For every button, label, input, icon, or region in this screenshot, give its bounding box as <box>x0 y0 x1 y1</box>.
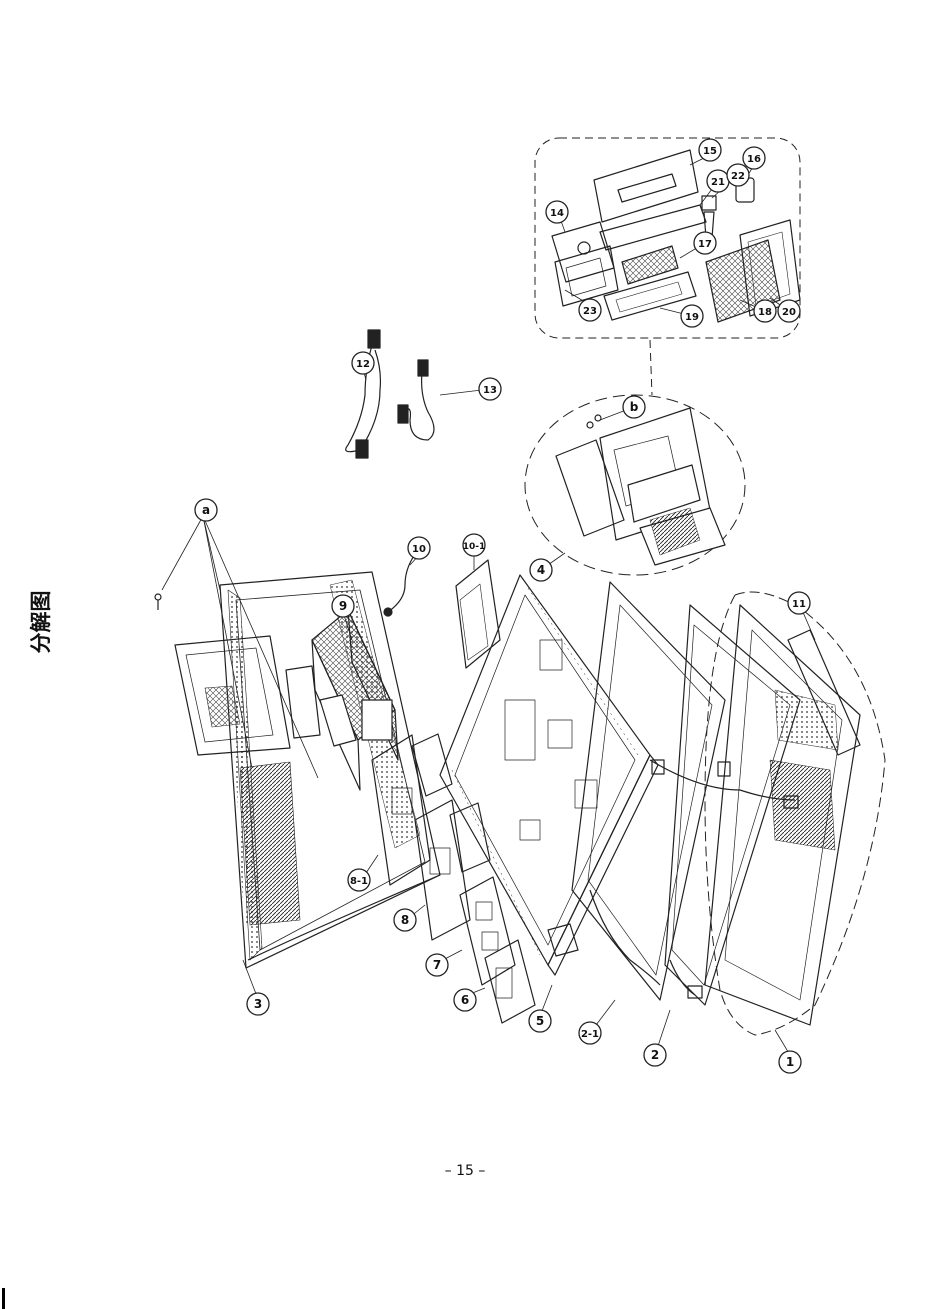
callout-3: 3 <box>246 992 270 1016</box>
callout-8-1: 8-1 <box>347 868 371 892</box>
callout-2-1: 2-1 <box>578 1021 602 1045</box>
board-7 <box>459 876 516 986</box>
callout-label: 20 <box>782 307 796 318</box>
power-cable-12 <box>345 329 382 459</box>
stand-part-23 <box>554 245 619 307</box>
callout-21: 21 <box>706 169 730 193</box>
callout-label: 3 <box>254 997 262 1011</box>
shield-box <box>311 609 399 791</box>
board-8 <box>414 799 491 941</box>
callout-12: 12 <box>351 351 375 375</box>
stand-detail-circle <box>524 394 746 576</box>
signal-cable-13 <box>397 359 435 441</box>
stand-rail-21 <box>599 204 707 251</box>
screw-a-leaders <box>154 515 319 779</box>
callout-13: 13 <box>478 377 502 401</box>
callout-label: 14 <box>550 208 564 219</box>
callout-label: 8 <box>401 913 409 927</box>
callout-23: 23 <box>578 298 602 322</box>
callout-8: 8 <box>393 908 417 932</box>
stand-part-17 <box>621 245 679 285</box>
board-6 <box>484 939 536 1024</box>
callout-6: 6 <box>453 988 477 1012</box>
callout-17: 17 <box>693 231 717 255</box>
callout-9: 9 <box>331 594 355 618</box>
callout-4: 4 <box>529 558 553 582</box>
callout-5: 5 <box>528 1009 552 1033</box>
front-bezel <box>704 591 886 1036</box>
callout-label: 8-1 <box>350 876 368 887</box>
flat-strip-10-1 <box>455 559 501 669</box>
callout-10: 10 <box>407 536 431 560</box>
callout-label: 9 <box>339 599 347 613</box>
callout-16: 16 <box>742 146 766 170</box>
callout-label: 21 <box>711 177 725 188</box>
margin-bar <box>2 1288 5 1309</box>
callout-label: 13 <box>483 385 497 396</box>
callout-20: 20 <box>777 299 801 323</box>
callout-label: 10-1 <box>463 542 486 552</box>
stand-bracket-15 <box>593 149 699 223</box>
frame-2-1 <box>571 581 796 1001</box>
rear-cover <box>174 571 441 969</box>
callout-label: 22 <box>731 171 745 182</box>
callout-label: 2-1 <box>581 1029 599 1040</box>
callout-label: 10 <box>412 544 426 555</box>
page-number: – 15 – <box>444 1163 486 1179</box>
callout-label: 7 <box>433 958 441 972</box>
callout-label: 6 <box>461 993 469 1007</box>
callout-label: 18 <box>758 307 772 318</box>
callout-label: 16 <box>747 154 761 165</box>
callout-7: 7 <box>425 953 449 977</box>
callout-10-1: 10-1 <box>462 533 486 557</box>
callout-18: 18 <box>753 299 777 323</box>
callout-a: a <box>194 498 218 522</box>
button-strip <box>787 629 861 756</box>
callout-label: a <box>202 503 210 517</box>
callout-b: b <box>622 395 646 419</box>
callout-label: b <box>630 400 639 414</box>
callout-label: 17 <box>698 239 712 250</box>
callout-markers: 1 2 2-1 3 4 5 6 7 8 8-1 9 10 10-1 11 12 … <box>194 138 811 1074</box>
callout-14: 14 <box>545 200 569 224</box>
callout-label: 4 <box>537 563 545 577</box>
callout-label: 15 <box>703 146 717 157</box>
callout-label: 23 <box>583 306 597 317</box>
stand-base-19 <box>603 271 697 321</box>
callout-22: 22 <box>726 163 750 187</box>
callout-label: 5 <box>536 1014 544 1028</box>
callout-label: 1 <box>786 1055 794 1069</box>
stand-parts-group <box>534 137 801 396</box>
stand-plate-20 <box>739 219 801 317</box>
callout-2: 2 <box>643 1043 667 1067</box>
callout-11: 11 <box>787 591 811 615</box>
callout-15: 15 <box>698 138 722 162</box>
callout-label: 2 <box>651 1048 659 1062</box>
callout-label: 19 <box>685 312 699 323</box>
callout-label: 12 <box>356 359 370 370</box>
callout-19: 19 <box>680 304 704 328</box>
main-chassis <box>439 574 659 976</box>
callout-label: 11 <box>792 599 806 610</box>
callout-1: 1 <box>778 1050 802 1074</box>
